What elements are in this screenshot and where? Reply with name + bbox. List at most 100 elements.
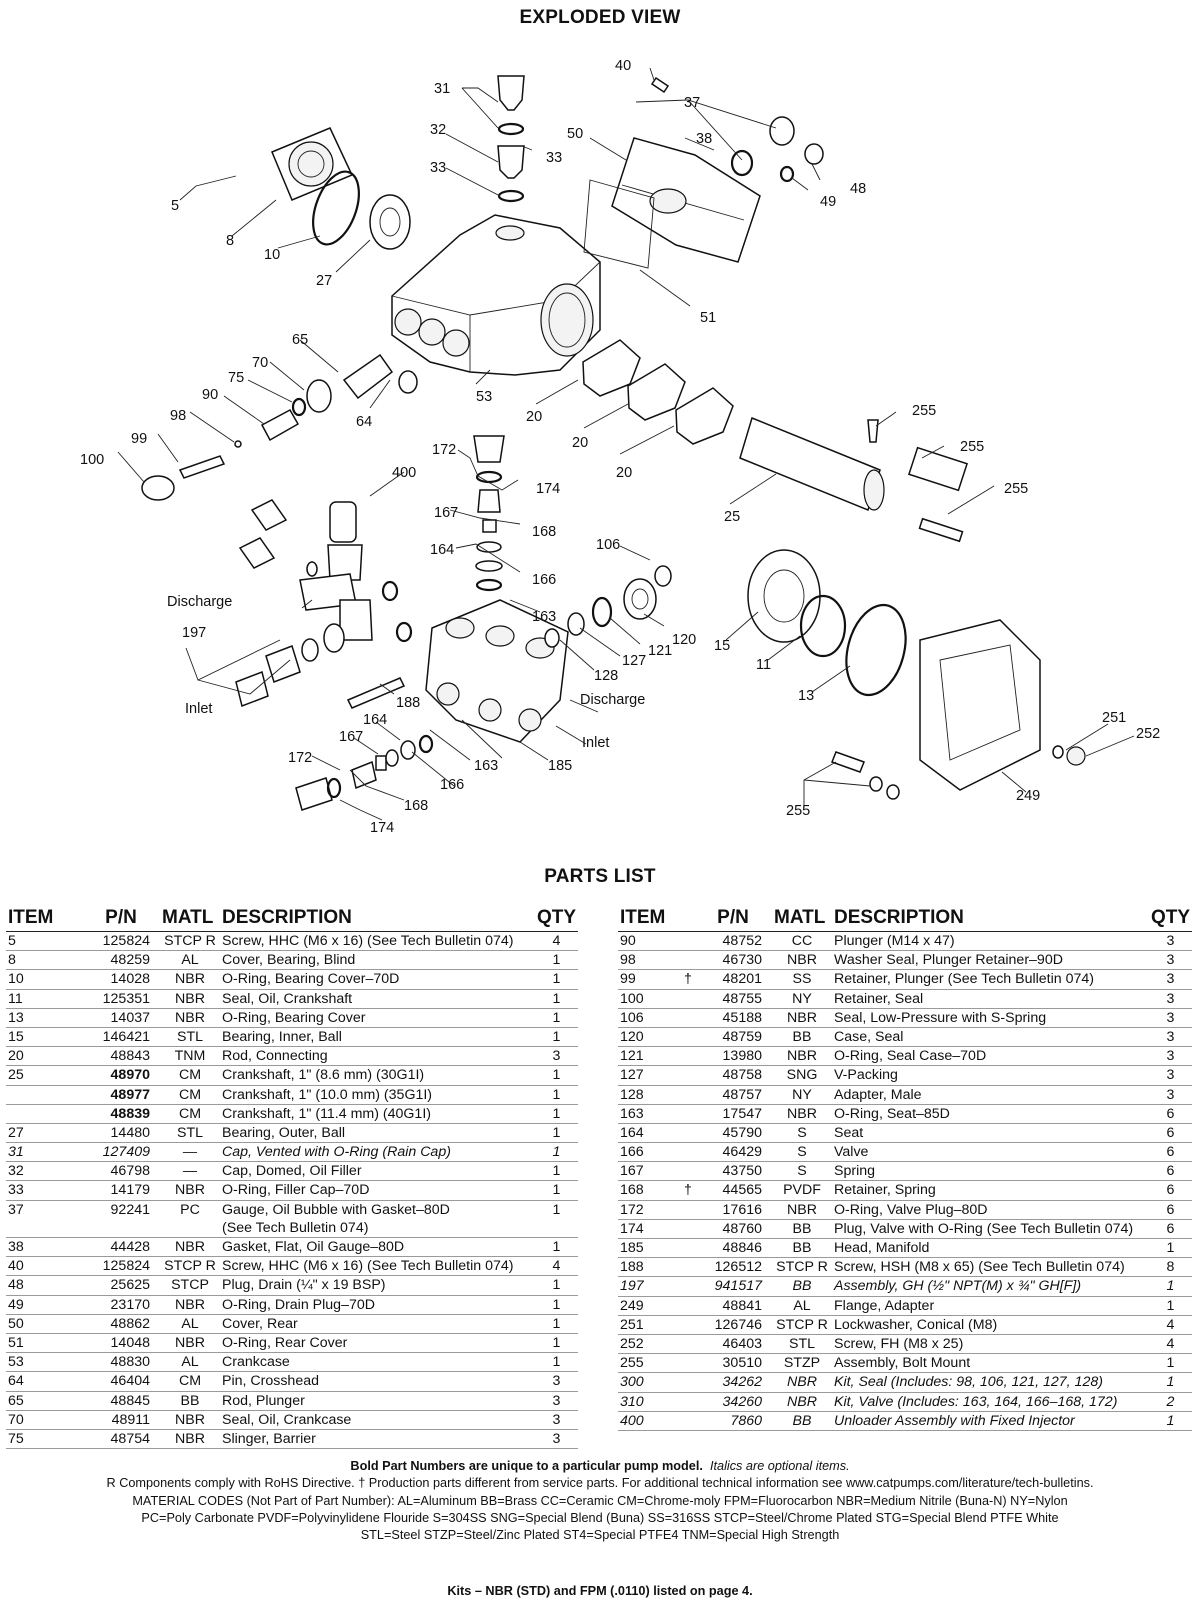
cell-matl: S (772, 1161, 832, 1182)
cell-mark (674, 950, 702, 971)
cell-matl: NBR (160, 989, 220, 1009)
cell-item (6, 1104, 62, 1124)
callout-249: 249 (1016, 788, 1040, 804)
callout-98: 98 (170, 408, 186, 424)
cell-item: 164 (618, 1123, 674, 1144)
cell-matl: NBR (772, 1104, 832, 1124)
cell-pn: 43750 (702, 1161, 772, 1182)
cell-matl: NBR (160, 1295, 220, 1315)
cell-item: 75 (6, 1429, 62, 1450)
callout-168: 168 (532, 524, 556, 540)
cell-item: 8 (6, 950, 62, 971)
header-mark (674, 907, 702, 932)
cell-matl: NY (772, 1085, 832, 1105)
cell-pn: 48758 (702, 1065, 772, 1086)
cell-mark: † (674, 969, 702, 990)
cell-qty: 1 (534, 989, 578, 1009)
cell-matl: S (772, 1123, 832, 1144)
cell-pn: 146421 (90, 1027, 160, 1048)
cell-qty: 3 (1148, 989, 1192, 1009)
cell-pn: 34260 (702, 1392, 772, 1412)
cell-matl (160, 1218, 220, 1238)
cell-item: 90 (618, 931, 674, 952)
cell-matl: BB (772, 1027, 832, 1048)
cell-mark (62, 1256, 90, 1277)
cell-matl: S (772, 1142, 832, 1163)
cell-qty: 3 (534, 1046, 578, 1067)
cell-description: Crankcase (220, 1352, 535, 1373)
callout-33: 33 (430, 160, 446, 176)
cell-description: O-Ring, Valve Plug–80D (832, 1200, 1149, 1220)
header-mark (62, 907, 90, 932)
cell-item: 5 (6, 931, 62, 952)
cell-mark (674, 1219, 702, 1240)
cell-item: 51 (6, 1333, 62, 1354)
cell-item: 127 (618, 1065, 674, 1086)
cell-description: Screw, HHC (M6 x 16) (See Tech Bulletin … (220, 1256, 535, 1277)
cell-description: Seat (832, 1123, 1149, 1144)
cell-item: 106 (618, 1008, 674, 1028)
cell-qty: 6 (1148, 1200, 1192, 1220)
cell-pn: 46429 (702, 1142, 772, 1163)
cell-mark (62, 1295, 90, 1315)
callout-166b: 166 (440, 777, 464, 793)
cell-description: Plunger (M14 x 47) (832, 931, 1149, 952)
callout-188: 188 (396, 695, 420, 711)
crankshaft-drawing (739, 416, 968, 543)
callout-164: 164 (430, 542, 454, 558)
cell-description: Unloader Assembly with Fixed Injector (832, 1411, 1149, 1431)
cell-qty: 3 (1148, 1008, 1192, 1028)
cell-qty (534, 1218, 578, 1238)
callout-197: 197 (182, 625, 206, 641)
cell-qty: 1 (534, 1352, 578, 1373)
cell-description: V-Packing (832, 1065, 1149, 1086)
cell-description: Screw, HSH (M8 x 65) (See Tech Bulletin … (832, 1257, 1149, 1278)
cell-item: 40 (6, 1256, 62, 1277)
cell-mark (62, 1008, 90, 1028)
cell-qty: 1 (534, 969, 578, 990)
cell-pn: 45188 (702, 1008, 772, 1028)
cell-matl: BB (772, 1238, 832, 1259)
cell-matl: — (160, 1161, 220, 1182)
cell-mark (62, 1065, 90, 1086)
cell-qty: 3 (1148, 950, 1192, 971)
cell-item: 400 (618, 1411, 674, 1431)
cell-description: Pin, Crosshead (220, 1371, 535, 1392)
callout-13: 13 (798, 688, 814, 704)
cell-pn: 48754 (90, 1429, 160, 1450)
cell-item: 11 (6, 989, 62, 1009)
cell-description: O-Ring, Bearing Cover (220, 1008, 535, 1028)
cell-qty: 1 (1148, 1353, 1192, 1374)
header-matl: MATL (772, 907, 832, 932)
bearing-cover-drawing (271, 127, 411, 250)
cell-qty: 4 (1148, 1334, 1192, 1355)
cell-qty: 1 (534, 1180, 578, 1201)
callout-20a: 20 (526, 409, 542, 425)
cell-matl: STCP (160, 1275, 220, 1296)
callout-10: 10 (264, 247, 280, 263)
callout-discharge-left: Discharge (167, 594, 232, 610)
callout-106: 106 (596, 537, 620, 553)
header-matl: MATL (160, 907, 220, 932)
callout-168b: 168 (404, 798, 428, 814)
unloader-drawing (235, 499, 413, 708)
cell-qty: 3 (1148, 1027, 1192, 1048)
header-item: ITEM (6, 907, 62, 932)
cell-mark (674, 1257, 702, 1278)
cell-qty: 1 (552, 1201, 561, 1218)
cell-matl: NY (772, 989, 832, 1009)
cell-matl: STZP (772, 1353, 832, 1374)
cell-qty: 1 (1148, 1372, 1192, 1393)
cell-matl: SNG (772, 1065, 832, 1086)
